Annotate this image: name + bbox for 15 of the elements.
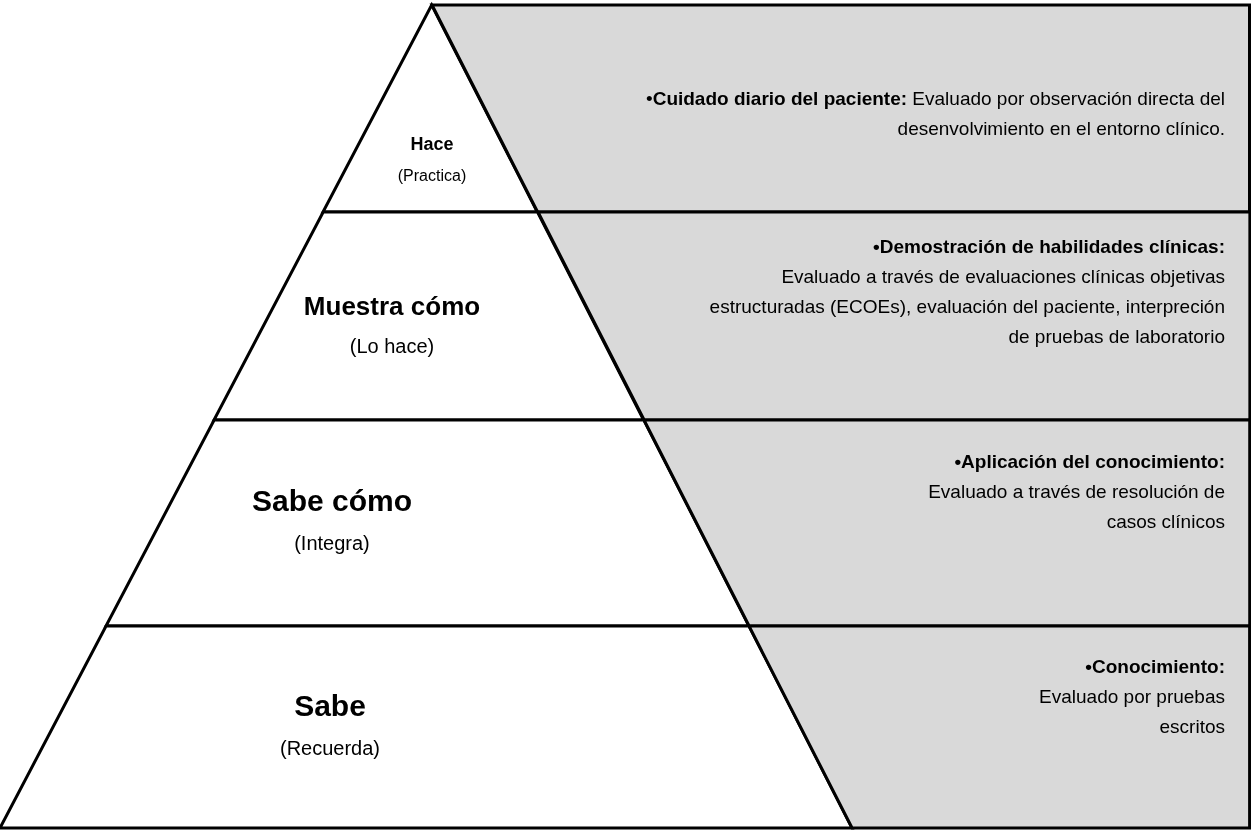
level-title: Muestra cómo <box>303 289 481 323</box>
description-heading: •Conocimiento: <box>1085 655 1225 679</box>
level-subtitle: (Integra) <box>294 530 370 556</box>
level-title: Sabe cómo <box>251 483 412 520</box>
description-heading: •Cuidado diario del paciente: Evaluado por observación directa del desenvolvimiento en el entorno clínico. <box>645 87 1225 141</box>
level-title: Hace <box>410 132 454 156</box>
level-subtitle: (Practica) <box>397 165 467 186</box>
description-heading: •Demostración de habilidades clínicas: <box>873 235 1225 259</box>
level-title: Sabe <box>294 688 366 725</box>
level-subtitle: (Recuerda) <box>280 735 380 761</box>
description-text: Evaluado por pruebas escritos <box>1038 685 1225 739</box>
description-heading: •Aplicación del conocimiento: <box>954 450 1225 474</box>
description-text: Evaluado a través de resolución de casos clínicos <box>927 480 1225 534</box>
description-text: Evaluado a través de evaluaciones clínicas objetivas estructuradas (ECOEs), evaluación del paciente, interpreción de pruebas de laboratorio <box>708 265 1225 349</box>
level-subtitle: (Lo hace) <box>349 333 435 359</box>
